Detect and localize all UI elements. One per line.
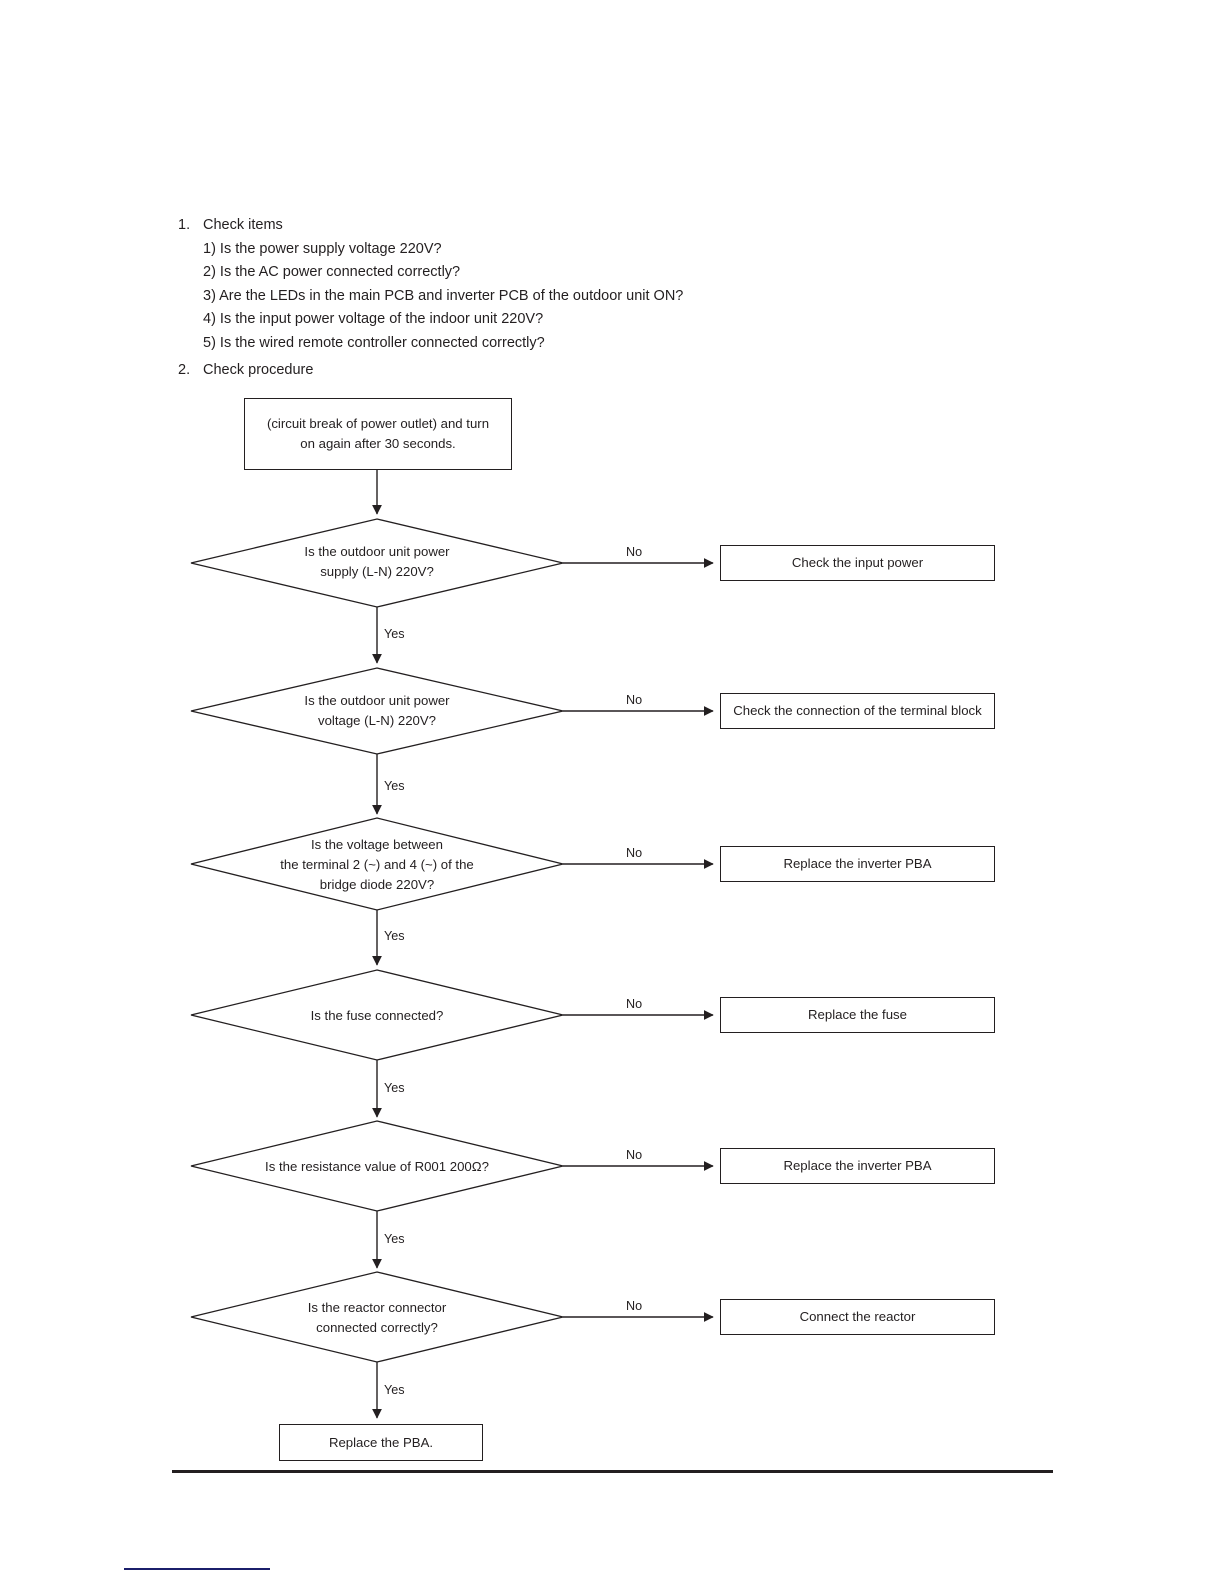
flow-start-box[interactable]: (circuit break of power outlet) and turn… [244, 398, 512, 470]
action-box-3-label: Replace the inverter PBA [783, 856, 932, 871]
check-item-4: 4) Is the input power voltage of the ind… [203, 311, 544, 327]
action-box-4[interactable]: Replace the fuse [720, 997, 995, 1033]
decision-3-line-3: bridge diode 220V? [319, 877, 435, 892]
action-box-5[interactable]: Replace the inverter PBA [720, 1148, 995, 1184]
check-item-3: 3) Are the LEDs in the main PCB and inve… [203, 287, 684, 304]
list-number: 1. [178, 217, 191, 233]
action-box-1-label: Check the input power [791, 555, 924, 570]
decision-2-label[interactable]: Is the outdoor unit power voltage (L-N) … [227, 691, 527, 731]
list-title: Check items [203, 217, 283, 233]
decision-5-label[interactable]: Is the resistance value of R001 200Ω? [217, 1157, 537, 1177]
action-box-6[interactable]: Connect the reactor [720, 1299, 995, 1335]
edge-label-yes-4: Yes [384, 1081, 405, 1095]
flow-end-box-label: Replace the PBA. [328, 1434, 434, 1450]
flow-start-box-label: (circuit break of power outlet) and turn… [266, 416, 490, 451]
action-box-5-label: Replace the inverter PBA [783, 1158, 932, 1173]
action-box-2-label: Check the connection of the terminal blo… [733, 703, 982, 718]
decision-3-line-2: the terminal 2 (~) and 4 (~) of the [280, 857, 474, 872]
edge-label-yes-1: Yes [384, 627, 405, 641]
check-item-1: 1) Is the power supply voltage 220V? [203, 240, 442, 257]
action-box-4-label: Replace the fuse [808, 1007, 907, 1022]
action-box-6-label: Connect the reactor [799, 1309, 916, 1324]
decision-4-label[interactable]: Is the fuse connected? [227, 1006, 527, 1026]
decision-3-line-1: Is the voltage between [311, 837, 443, 852]
decision-6-line-2: connected correctly? [316, 1320, 438, 1335]
decision-4-line-1: Is the fuse connected? [310, 1008, 444, 1023]
action-box-2[interactable]: Check the connection of the terminal blo… [720, 693, 995, 729]
edge-label-yes-5: Yes [384, 1232, 405, 1246]
decision-3-label[interactable]: Is the voltage between the terminal 2 (~… [217, 835, 537, 895]
action-box-3[interactable]: Replace the inverter PBA [720, 846, 995, 882]
decision-1-label[interactable]: Is the outdoor unit power supply (L-N) 2… [227, 542, 527, 582]
edge-label-no-6: No [626, 1299, 643, 1313]
decision-6-line-1: Is the reactor connector [307, 1300, 447, 1315]
decision-5-line-1: Is the resistance value of R001 200Ω? [265, 1159, 489, 1174]
edge-label-yes-2: Yes [384, 779, 405, 793]
footnote-rule [124, 1568, 270, 1570]
decision-2-line-2: voltage (L-N) 220V? [317, 713, 437, 728]
edge-label-yes-6: Yes [384, 1383, 405, 1397]
flow-end-box[interactable]: Replace the PBA. [279, 1424, 483, 1461]
list-item-check-procedure: 2. Check procedure [178, 359, 1038, 383]
page-footer-rule [172, 1470, 1053, 1473]
edge-label-no-4: No [626, 997, 643, 1011]
list-title: Check procedure [203, 362, 314, 378]
decision-1-line-2: supply (L-N) 220V? [320, 564, 434, 579]
decision-2-line-1: Is the outdoor unit power [304, 693, 450, 708]
decision-6-label[interactable]: Is the reactor connector connected corre… [227, 1298, 527, 1338]
edge-label-no-3: No [626, 846, 643, 860]
edge-label-no-2: No [626, 693, 643, 707]
edge-label-no-5: No [626, 1148, 643, 1162]
check-item-5: 5) Is the wired remote controller connec… [203, 334, 545, 351]
list-item-check-items: 1. Check items [178, 214, 1038, 238]
action-box-1[interactable]: Check the input power [720, 545, 995, 581]
edge-label-yes-3: Yes [384, 929, 405, 943]
check-item-2: 2) Is the AC power connected correctly? [203, 264, 461, 280]
check-items-sublist: 1) Is the power supply voltage 220V? 2) … [203, 238, 1038, 356]
decision-1-line-1: Is the outdoor unit power [304, 544, 450, 559]
edge-label-no-1: No [626, 545, 643, 559]
list-number: 2. [178, 362, 191, 378]
check-list-section: 1. Check items 1) Is the power supply vo… [178, 214, 1038, 383]
